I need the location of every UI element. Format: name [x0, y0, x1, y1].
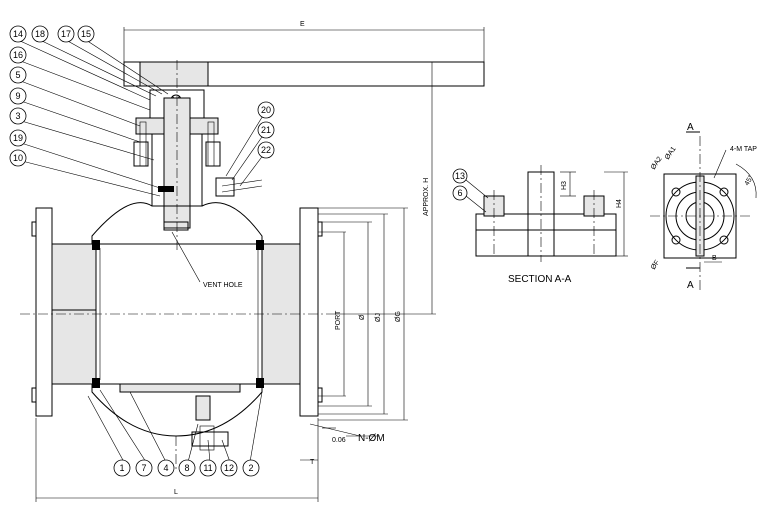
svg-text:20: 20 [261, 105, 271, 115]
valve-body [20, 202, 330, 470]
svg-text:8: 8 [184, 463, 189, 473]
svg-text:4: 4 [163, 463, 168, 473]
dim-approx-h-label: APPROX. H [423, 178, 430, 216]
callout-8: 8 [178, 459, 196, 477]
svg-text:11: 11 [203, 463, 212, 473]
svg-text:3: 3 [15, 111, 20, 121]
callout-13: 13 [452, 168, 468, 184]
angle-label: 45° [743, 174, 755, 187]
svg-text:1: 1 [119, 463, 124, 473]
svg-text:12: 12 [224, 463, 234, 473]
dim-j-label: ØJ [375, 313, 382, 322]
callout-7: 7 [135, 459, 153, 477]
body-dimensions: PORT Ø ØJ ØG APPROX. H 0.06 N-ØM T L [35, 62, 436, 502]
dim-g-label: ØG [395, 311, 402, 322]
callout-3: 3 [9, 107, 27, 125]
vent-hole-label: VENT HOLE [203, 282, 243, 289]
callout-21: 21 [257, 121, 275, 139]
callout-19: 19 [9, 129, 27, 147]
svg-text:13: 13 [455, 171, 465, 181]
dim-e-label: E [300, 21, 305, 28]
callout-4: 4 [157, 459, 175, 477]
tap-label: 4-M TAP [730, 146, 757, 153]
svg-text:14: 14 [13, 29, 23, 39]
callout-9: 9 [9, 87, 27, 105]
section-a-bottom-label: A [687, 280, 694, 291]
dim-006-label: 0.06 [332, 437, 346, 444]
dim-n-om-label: N-ØM [358, 433, 385, 444]
callout-11: 11 [199, 459, 217, 477]
svg-text:2: 2 [248, 463, 253, 473]
section-a-top-label: A [687, 122, 694, 133]
stem-bonnet [133, 60, 263, 250]
svg-text:10: 10 [13, 153, 23, 163]
svg-text:17: 17 [61, 29, 71, 39]
svg-text:5: 5 [15, 70, 20, 80]
svg-text:9: 9 [15, 91, 20, 101]
svg-text:22: 22 [261, 145, 271, 155]
callout-15: 15 [77, 25, 95, 43]
dim-h4-label: H4 [616, 199, 623, 208]
svg-text:18: 18 [35, 29, 45, 39]
section-a-a: H3 H4 SECTION A-A [475, 165, 628, 285]
lever-handle: E [123, 21, 485, 106]
svg-text:7: 7 [141, 463, 146, 473]
callout-2: 2 [242, 459, 260, 477]
callout-5: 5 [9, 66, 27, 84]
dim-t-label: T [310, 459, 315, 466]
svg-text:16: 16 [13, 50, 23, 60]
callout-18: 18 [31, 25, 49, 43]
callout-14: 14 [9, 25, 27, 43]
callout-20: 20 [257, 101, 275, 119]
svg-text:15: 15 [81, 29, 91, 39]
dim-b-label: B [712, 255, 717, 262]
callout-1: 1 [113, 459, 131, 477]
svg-text:19: 19 [13, 133, 23, 143]
dim-l-label: L [174, 489, 178, 496]
section-a-a-title: SECTION A-A [508, 274, 572, 285]
top-flange-view: A A 4-M TAP 45° ØA2 ØA1 ØF B [650, 122, 757, 291]
callout-6: 6 [452, 185, 468, 201]
dim-a1-label: ØA1 [664, 146, 678, 162]
leader-lines [17, 39, 489, 463]
callout-16: 16 [9, 46, 27, 64]
callout-10: 10 [9, 149, 27, 167]
dim-h3-label: H3 [561, 181, 568, 190]
callout-17: 17 [57, 25, 75, 43]
callout-22: 22 [257, 141, 275, 159]
svg-text:21: 21 [261, 125, 271, 135]
dim-a2-label: ØA2 [650, 156, 664, 172]
svg-text:6: 6 [457, 188, 462, 198]
dim-d-label: Ø [359, 314, 366, 320]
callout-12: 12 [220, 459, 238, 477]
dim-f-label: ØF [650, 259, 661, 271]
dim-port-label: PORT [335, 310, 342, 330]
